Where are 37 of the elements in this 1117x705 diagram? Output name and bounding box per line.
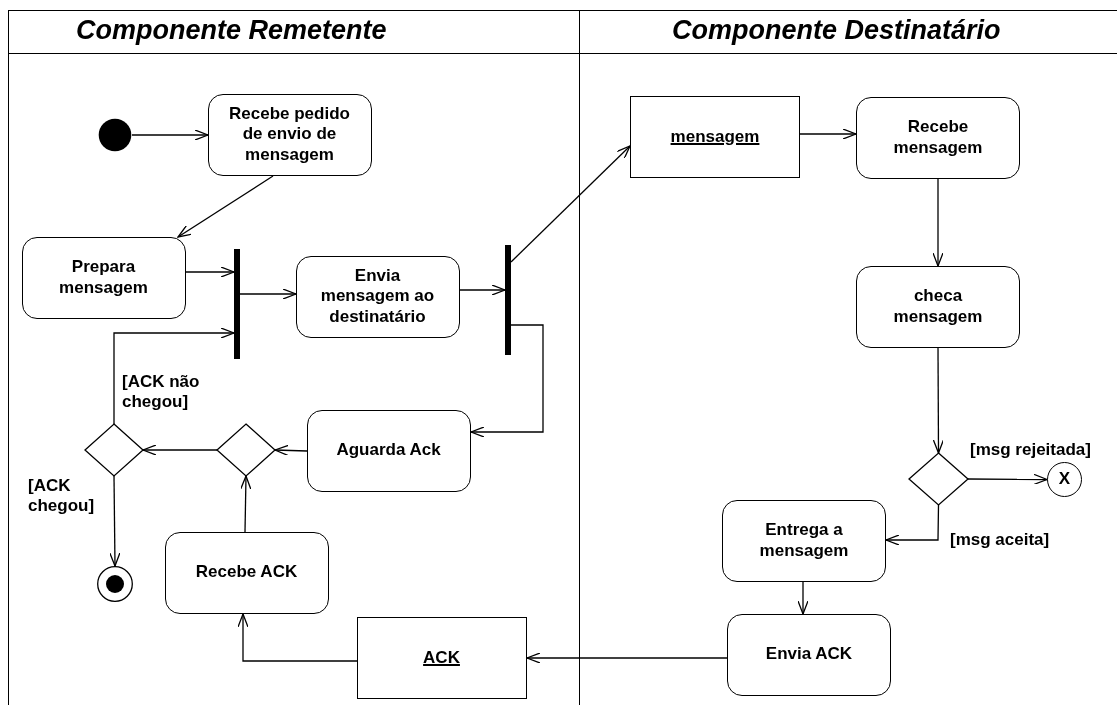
lane-heading: Componente Remetente xyxy=(76,15,387,46)
arrow xyxy=(932,347,945,454)
arrow xyxy=(109,475,121,567)
action-box: Envia ACK xyxy=(727,613,891,696)
arrow xyxy=(239,288,297,300)
guard-label: [msg aceita] xyxy=(950,530,1050,551)
guard-label: [msg rejeitada] xyxy=(970,440,1091,461)
arrow xyxy=(240,475,252,533)
arrow xyxy=(932,178,944,267)
object-box: mensagem xyxy=(630,95,800,178)
action-box: checa mensagem xyxy=(856,265,1020,348)
arrow xyxy=(885,504,940,546)
arrow xyxy=(142,444,218,456)
action-box: Aguarda Ack xyxy=(306,409,471,492)
arrow xyxy=(113,327,235,425)
arrow xyxy=(967,473,1048,486)
action-box: Recebe ACK xyxy=(164,531,329,614)
arrow xyxy=(470,324,544,438)
arrow xyxy=(799,128,857,140)
action-box: Prepara mensagem xyxy=(21,236,186,319)
arrow xyxy=(131,129,209,141)
arrow xyxy=(797,581,809,615)
arrow xyxy=(185,266,235,278)
arrow xyxy=(526,652,728,664)
arrow xyxy=(177,175,274,238)
arrow xyxy=(510,145,631,263)
arrow xyxy=(237,613,358,662)
arrow xyxy=(274,444,308,457)
arrow xyxy=(459,284,506,296)
action-box: Envia mensagem ao destinatário xyxy=(295,255,460,338)
swimlane xyxy=(8,10,580,705)
action-box: Recebe pedido de envio de mensagem xyxy=(207,93,372,176)
action-box: Recebe mensagem xyxy=(856,96,1020,179)
flow-final-node: X xyxy=(1047,461,1082,497)
object-box: ACK xyxy=(356,616,527,699)
action-box: Entrega a mensagem xyxy=(722,499,886,582)
lane-heading: Componente Destinatário xyxy=(672,15,1001,46)
